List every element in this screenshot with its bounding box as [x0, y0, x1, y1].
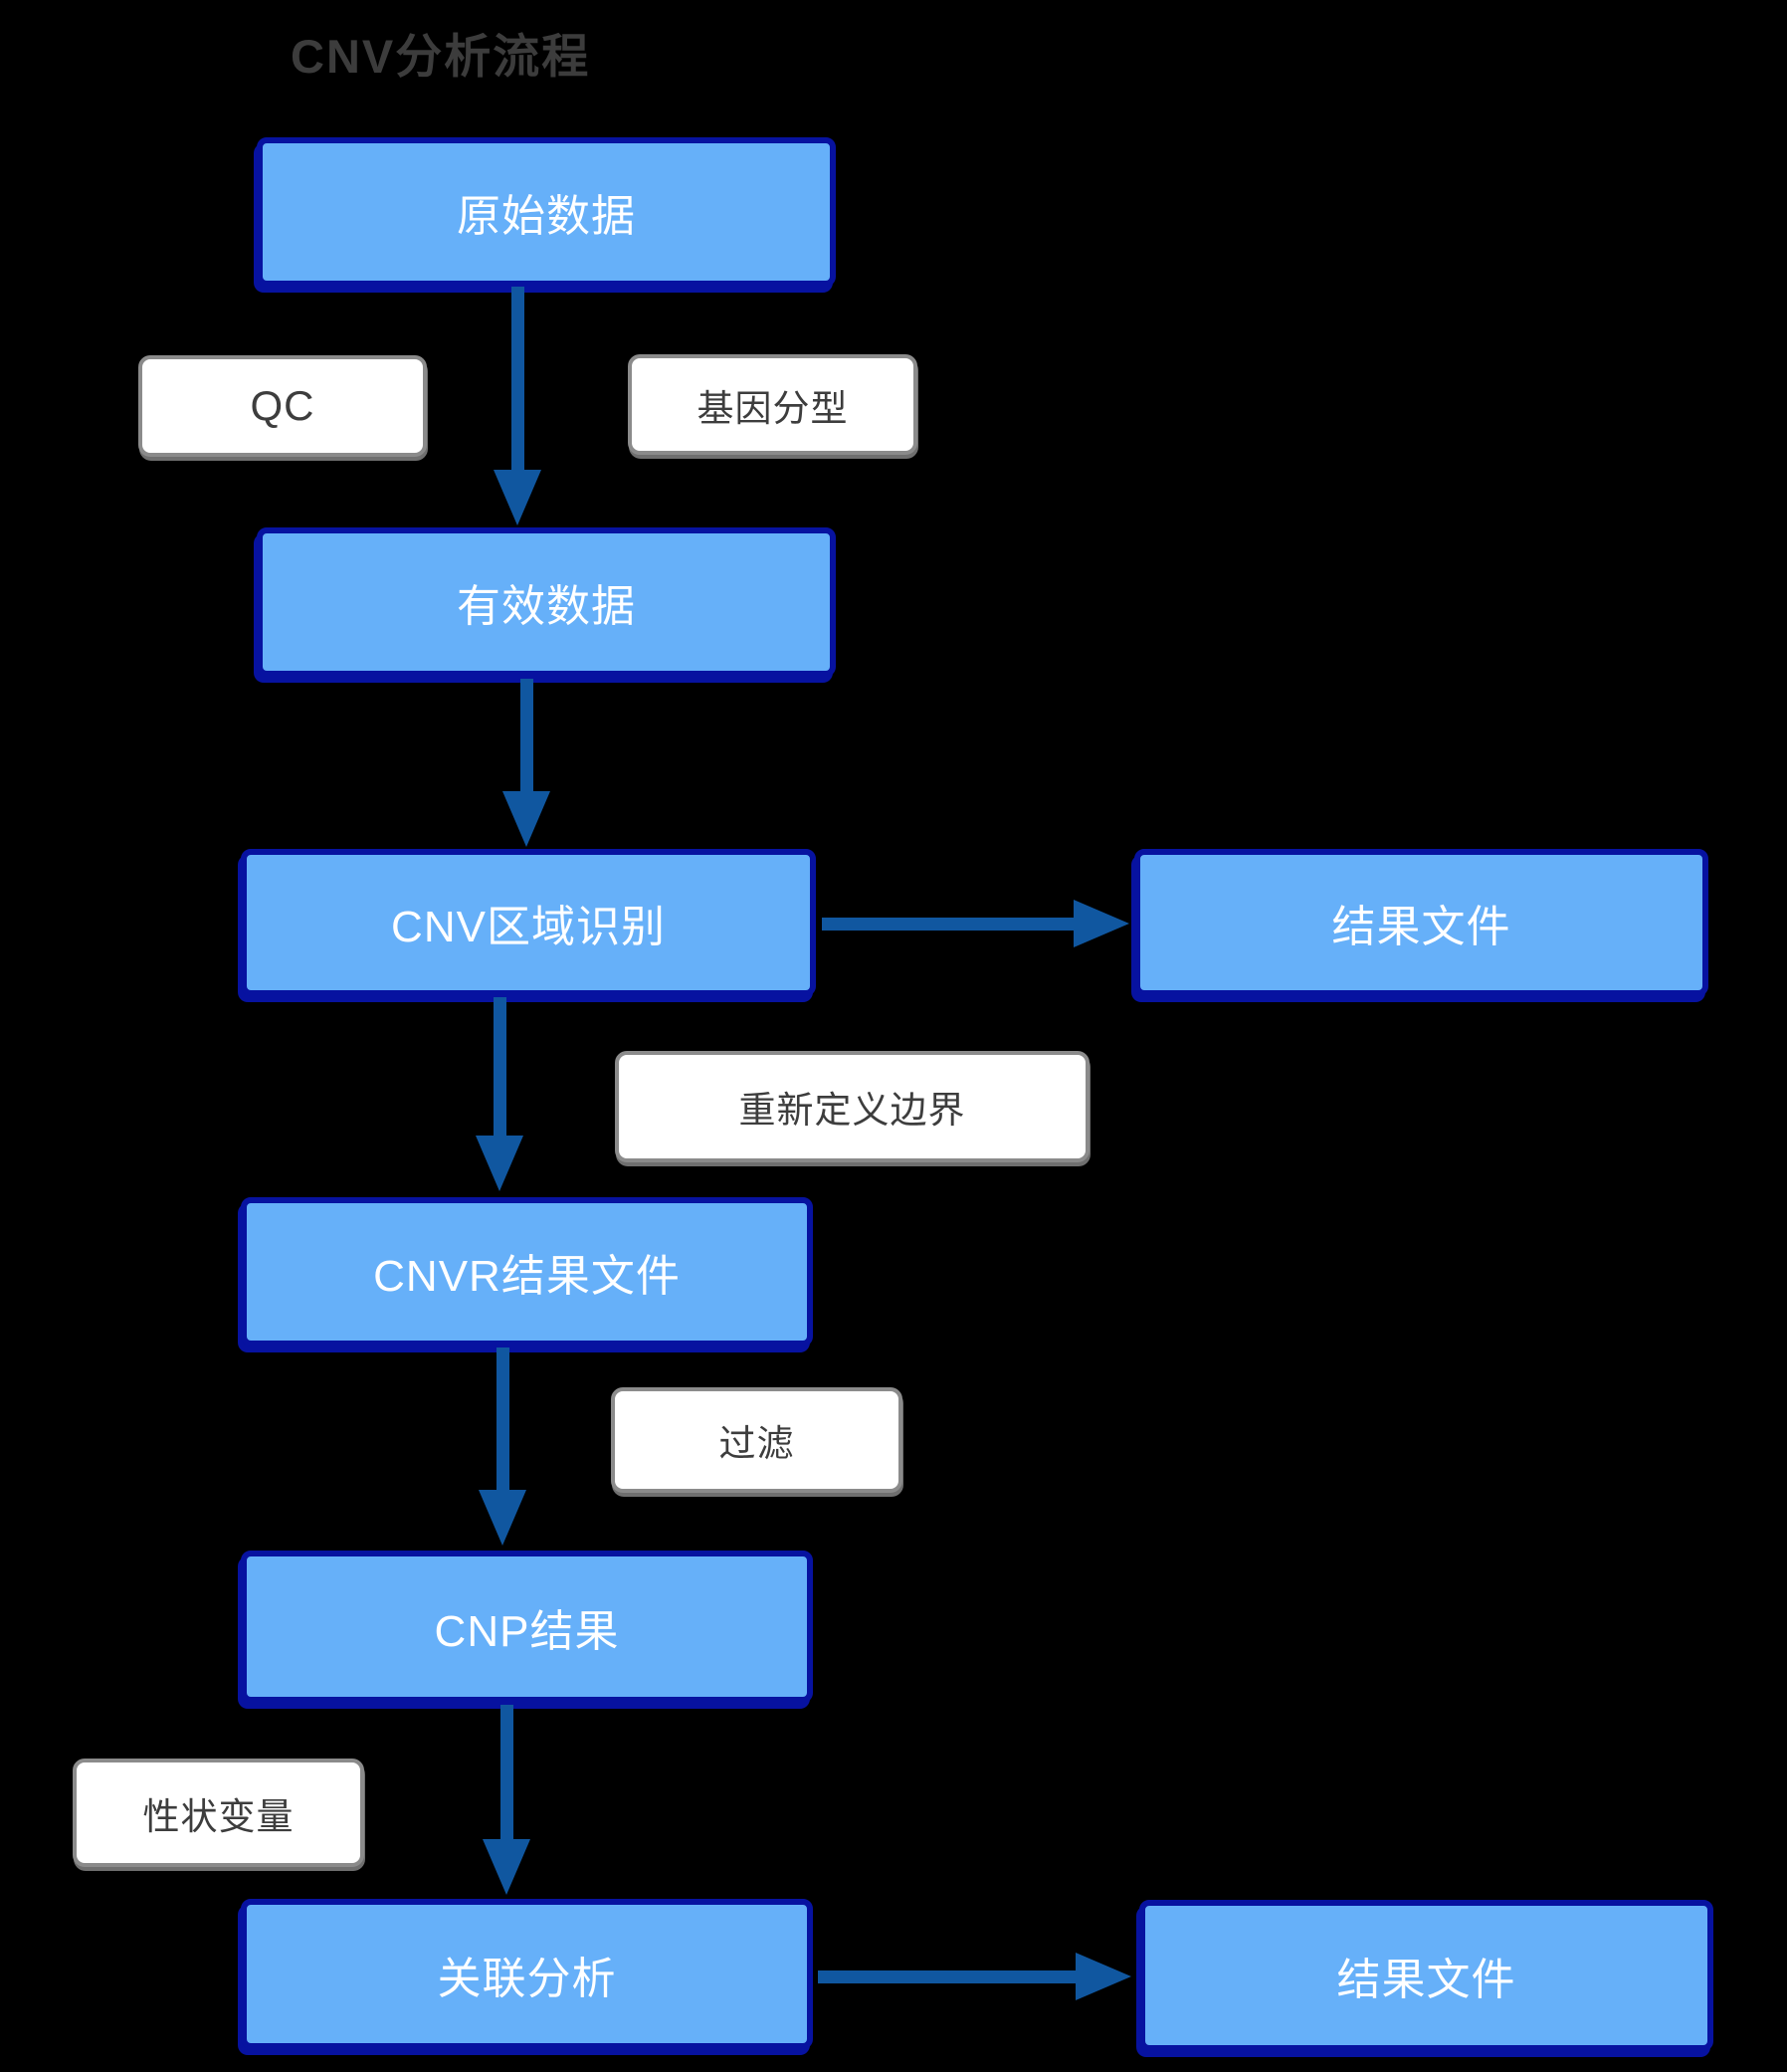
node-valid-data: 有效数据 [257, 527, 836, 677]
arrow-association-to-result-stem [818, 1970, 1077, 1983]
label-qc: QC [138, 355, 427, 457]
arrow-valid-to-cnv-stem [520, 679, 533, 792]
arrow-association-to-result-head [1076, 1953, 1131, 2000]
arrow-raw-to-valid-stem [511, 287, 524, 471]
node-result-file-top: 结果文件 [1134, 849, 1708, 996]
label-trait-variable: 性状变量 [73, 1759, 364, 1867]
diagram-title: CNV分析流程 [291, 30, 591, 83]
arrow-cnv-to-result-head [1074, 900, 1129, 947]
label-filter: 过滤 [611, 1387, 902, 1493]
node-result-file-bottom: 结果文件 [1139, 1900, 1713, 2051]
arrow-cnvr-to-cnp-head [479, 1490, 526, 1546]
arrow-cnv-to-cnvr-head [476, 1136, 523, 1191]
node-cnvr-result-file: CNVR结果文件 [241, 1197, 813, 1347]
node-raw-data: 原始数据 [257, 137, 836, 287]
node-cnv-region-identification: CNV区域识别 [241, 849, 816, 996]
node-association-analysis: 关联分析 [241, 1899, 813, 2049]
label-redefine-boundary: 重新定义边界 [615, 1051, 1090, 1162]
arrow-cnv-to-result-stem [822, 918, 1075, 931]
arrow-valid-to-cnv-head [502, 791, 550, 847]
arrow-cnvr-to-cnp-stem [496, 1347, 509, 1491]
arrow-raw-to-valid-head [494, 470, 541, 525]
arrow-cnv-to-cnvr-stem [494, 997, 506, 1137]
arrow-cnp-to-association-head [483, 1839, 530, 1895]
node-cnp-result: CNP结果 [241, 1551, 813, 1703]
arrow-cnp-to-association-stem [500, 1705, 513, 1840]
label-genotyping: 基因分型 [628, 354, 917, 455]
